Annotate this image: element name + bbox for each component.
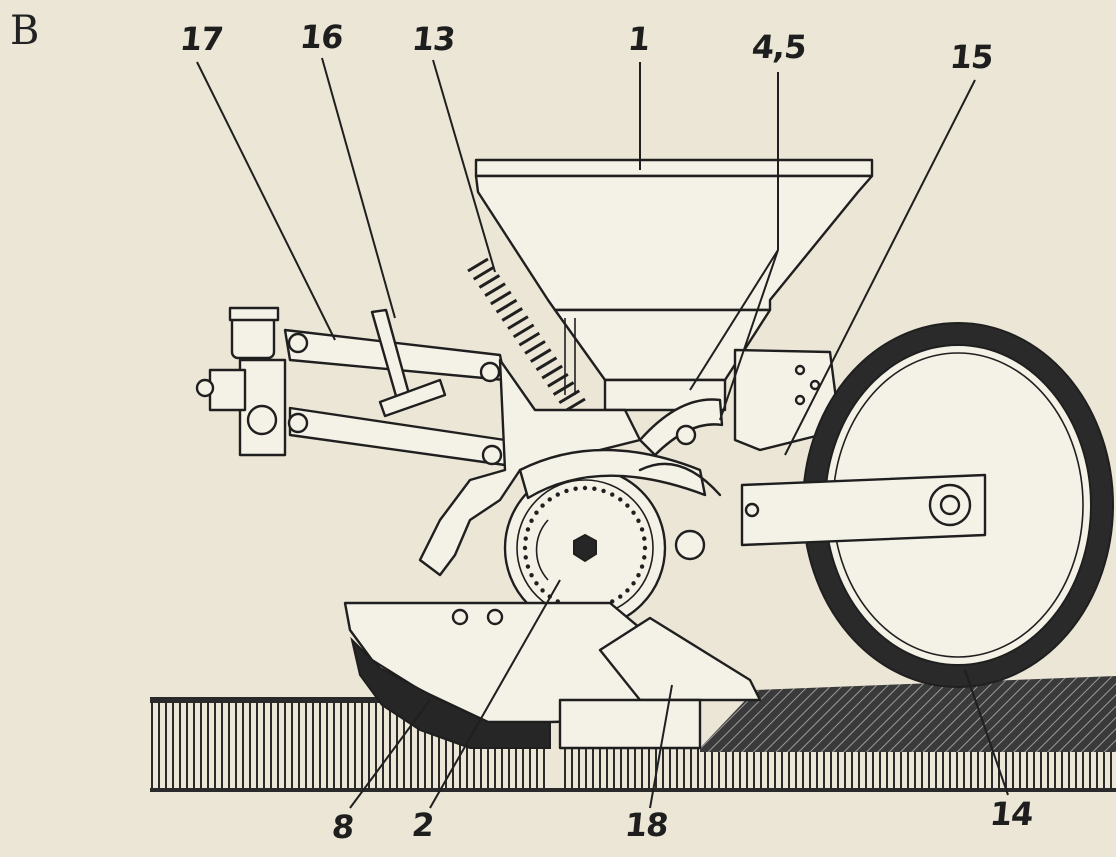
soil-covered bbox=[700, 676, 1116, 752]
callout-17: 17 bbox=[178, 20, 225, 58]
seed-metering-4-5 bbox=[638, 398, 724, 561]
panel-letter: B bbox=[10, 8, 40, 54]
callout-2: 2 bbox=[410, 806, 436, 844]
callout-13: 13 bbox=[410, 20, 457, 58]
callout-8: 8 bbox=[330, 808, 356, 846]
callout-18: 18 bbox=[623, 806, 670, 844]
depth-lever-16 bbox=[370, 308, 447, 418]
callout-1: 1 bbox=[626, 20, 652, 58]
callout-14: 14 bbox=[988, 795, 1035, 833]
callout-15: 15 bbox=[948, 38, 995, 76]
parallel-linkage bbox=[195, 306, 507, 467]
seed-disc bbox=[503, 448, 707, 630]
callout-4-5: 4,5 bbox=[750, 28, 808, 66]
covering-shoe-18 bbox=[558, 616, 762, 750]
press-wheel-14 bbox=[740, 322, 1114, 688]
callout-leaders bbox=[196, 57, 1009, 809]
seed-hopper bbox=[474, 158, 874, 412]
furrow-opener-8 bbox=[343, 601, 642, 749]
callout-16: 16 bbox=[298, 18, 345, 56]
